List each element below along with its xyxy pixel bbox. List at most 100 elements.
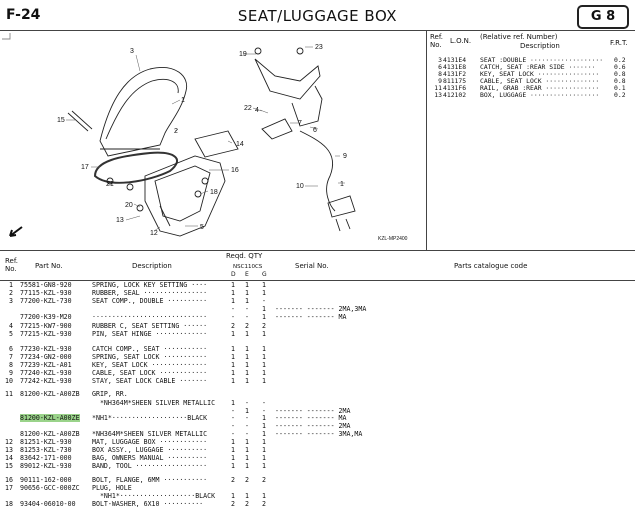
cell-q-1: 1 — [245, 407, 249, 415]
cell-desc: RUBBER, SEAL ················ — [92, 289, 208, 297]
cell-q-2: 1 — [262, 462, 266, 470]
summary-ref: 13 — [434, 91, 442, 99]
col-g: G — [262, 271, 267, 278]
tool-band-shape — [67, 110, 93, 132]
cell-part: 83642-171-000 — [20, 454, 72, 462]
cell-serial: ------- ------- MA — [275, 414, 347, 422]
cell-q-0: 1 — [231, 438, 235, 446]
bolt-shape — [254, 47, 262, 55]
cell-q-1: - — [245, 399, 249, 407]
cell-q-0: 1 — [231, 377, 235, 385]
bolt-shape — [136, 204, 144, 212]
cell-serial: ------- ------- 2MA — [275, 422, 351, 430]
cell-q-1: 1 — [245, 345, 249, 353]
callout: 19 — [239, 51, 247, 58]
cell-desc: *NH1*···················BLACK — [92, 492, 216, 500]
table-row: 81200-KZL-A00ZB*NH364M*SHEEN SILVER META… — [0, 430, 635, 438]
cell-q-0: 1 — [231, 289, 235, 297]
cell-q-0: 1 — [231, 345, 235, 353]
cell-q-0: 1 — [231, 361, 235, 369]
summary-lon: 4131E4 — [443, 56, 467, 64]
cell-desc: GRIP, RR. — [92, 390, 128, 398]
cell-desc: PIN, SEAT HINGE ············· — [92, 330, 208, 338]
callout: 6 — [313, 127, 317, 134]
labor-summary-table: Ref. No. L.O.N. (Relative ref. Number) D… — [428, 33, 633, 249]
cell-ref: 10 — [5, 377, 13, 385]
cell-ref: 14 — [5, 454, 13, 462]
cell-q-2: 1 — [262, 369, 266, 377]
col-serial: Serial No. — [295, 262, 329, 270]
cell-part: 81200-KZL-A00ZE — [20, 414, 80, 422]
col-catalogue: Parts catalogue code — [454, 262, 528, 270]
mat-shape — [194, 130, 239, 158]
col-lon: L.O.N. — [450, 37, 472, 45]
cell-serial: ------- ------- 3MA,MA — [275, 430, 363, 438]
cell-part: 77240-KZL-930 — [20, 369, 72, 377]
divider — [0, 250, 635, 251]
callout: 9 — [343, 153, 347, 160]
cell-desc: BAND, TOOL ·················· — [92, 462, 208, 470]
cell-q-0: 1 — [231, 369, 235, 377]
cell-q-0: - — [231, 422, 235, 430]
seat-shape — [99, 67, 188, 157]
cell-q-0: 1 — [231, 281, 235, 289]
cell-q-0: - — [231, 313, 235, 321]
callout: 20 — [125, 202, 133, 209]
cell-part: 75581-GN8-920 — [20, 281, 72, 289]
cell-desc: RUBBER C, SEAT SETTING ······ — [92, 322, 208, 330]
cell-part: 81200-KZL-A00ZB — [20, 390, 80, 398]
cell-q-1: 1 — [245, 353, 249, 361]
cell-ref: 6 — [9, 345, 13, 353]
summary-desc: CATCH, SEAT :REAR SIDE ······· — [480, 63, 596, 71]
cell-q-1: 2 — [245, 322, 249, 330]
cell-desc: STAY, SEAT LOCK CABLE ······· — [92, 377, 208, 385]
page-title: SEAT/LUGGAGE BOX — [237, 7, 398, 25]
cell-q-1: 2 — [245, 500, 249, 508]
cell-ref: 2 — [9, 289, 13, 297]
bolt-shape — [126, 183, 134, 191]
cell-ref: 1 — [9, 281, 13, 289]
callout: 22 — [244, 105, 252, 112]
callout: 16 — [231, 167, 239, 174]
cell-ref: 7 — [9, 353, 13, 361]
cell-q-0: 1 — [231, 399, 235, 407]
callout: 21 — [106, 181, 114, 188]
cell-q-2: - — [262, 297, 266, 305]
cell-q-1: 1 — [245, 289, 249, 297]
cell-serial: ------- ------- 2MA,3MA — [275, 305, 367, 313]
callout: 17 — [81, 164, 89, 171]
table-row: --1------- ------- 2MA — [0, 422, 635, 430]
summary-desc: BOX, LUGGAGE ·················· — [480, 91, 600, 99]
cell-desc: MAT, LUGGAGE BOX ············ — [92, 438, 208, 446]
cell-part: 77115-KZL-930 — [20, 289, 72, 297]
cell-part: 90656-GCC-000ZC — [20, 484, 80, 492]
cell-desc: *NH364M*SHEEN SILVER METALLIC — [92, 430, 208, 438]
cell-q-2: 1 — [262, 454, 266, 462]
cell-part: 77239-KZL-A01 — [20, 361, 72, 369]
callout: 14 — [236, 141, 244, 148]
cell-q-0: 1 — [231, 353, 235, 361]
col-part-no: Part No. — [35, 262, 63, 270]
summary-frt: 0.2 — [614, 56, 626, 64]
summary-ref: 8 — [438, 70, 442, 78]
cell-q-0: 1 — [231, 492, 235, 500]
cell-part: 77200-K39-M20 — [20, 313, 72, 321]
col-rel: (Relative ref. Number) — [480, 33, 558, 41]
summary-desc: CABLE, SEAT LOCK ·············· — [480, 77, 600, 85]
cell-desc: SPRING, SEAT LOCK ··········· — [92, 353, 208, 361]
cable-shape — [299, 130, 336, 212]
callout: 1 — [340, 181, 344, 188]
callout: 10 — [296, 183, 304, 190]
cell-q-0: - — [231, 305, 235, 313]
cell-part: 77230-KZL-930 — [20, 345, 72, 353]
cell-q-0: 1 — [231, 446, 235, 454]
cell-q-2: 1 — [262, 414, 266, 422]
cell-ref: 16 — [5, 476, 13, 484]
cell-desc: *NH364M*SHEEN SILVER METALLIC — [92, 399, 216, 407]
cell-ref: 18 — [5, 500, 13, 508]
